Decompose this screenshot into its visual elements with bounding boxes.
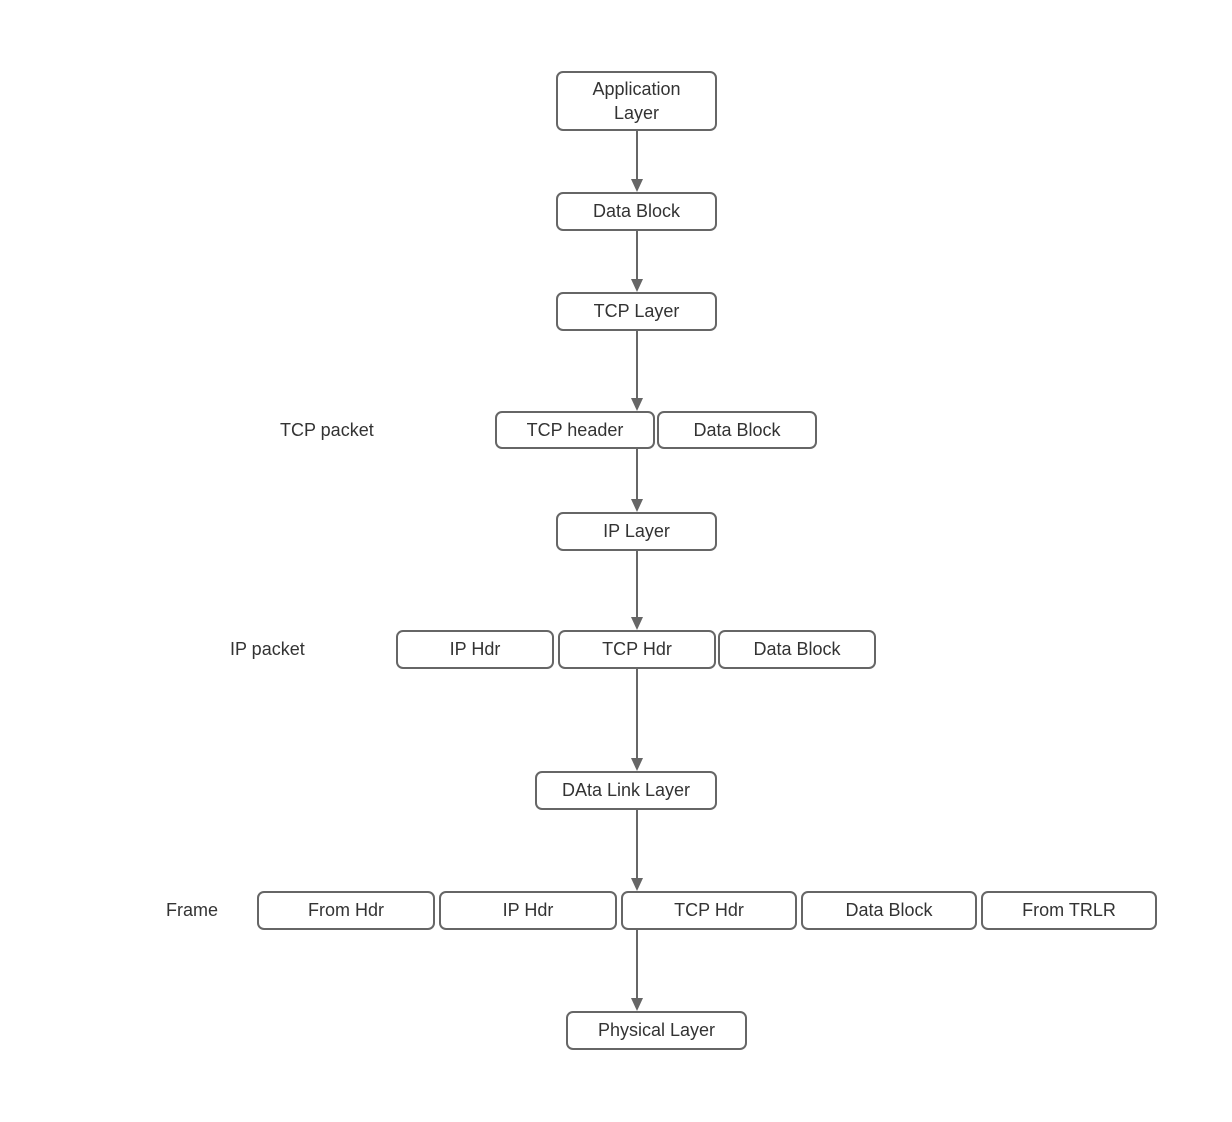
node-data-block-top: Data Block: [556, 192, 717, 231]
arrow-shaft: [636, 231, 638, 280]
node-ip-packet-tcp-hdr: TCP Hdr: [558, 630, 716, 669]
node-label: Data Block: [753, 639, 841, 660]
node-application-layer: Application Layer: [556, 71, 717, 131]
arrow-shaft: [636, 131, 638, 180]
node-label: IP Hdr: [449, 639, 501, 660]
arrow-application-to-data-block: [631, 131, 643, 192]
arrow-shaft: [636, 930, 638, 999]
arrow-shaft: [636, 331, 638, 399]
node-label: Application Layer: [592, 78, 681, 123]
node-physical-layer: Physical Layer: [566, 1011, 747, 1050]
node-tcp-header: TCP header: [495, 411, 655, 449]
arrow-shaft: [636, 810, 638, 879]
node-data-link-layer: DAta Link Layer: [535, 771, 717, 810]
arrow-head-down-icon: [631, 398, 643, 411]
node-frame-ip-hdr: IP Hdr: [439, 891, 617, 930]
node-label: DAta Link Layer: [561, 780, 691, 801]
node-ip-layer: IP Layer: [556, 512, 717, 551]
node-ip-packet-data-block: Data Block: [718, 630, 876, 669]
arrow-data-block-to-tcp-layer: [631, 231, 643, 292]
arrow-shaft: [636, 551, 638, 618]
arrow-ip-layer-to-ip-packet: [631, 551, 643, 630]
row-label-ip-packet: IP packet: [230, 639, 305, 659]
node-label: Data Block: [693, 419, 781, 440]
arrow-frame-to-physical-layer: [631, 930, 643, 1011]
node-label: Data Block: [845, 900, 933, 921]
arrow-data-link-layer-to-frame: [631, 810, 643, 891]
arrow-shaft: [636, 448, 638, 500]
row-label-tcp-packet: TCP packet: [280, 419, 374, 440]
arrow-tcp-packet-to-ip-layer: [631, 448, 643, 512]
node-label: IP Hdr: [502, 900, 554, 921]
node-frame-from-trlr: From TRLR: [981, 891, 1157, 930]
node-label: IP Layer: [603, 521, 670, 542]
node-label: Data Block: [592, 201, 681, 222]
node-tcp-layer: TCP Layer: [556, 292, 717, 331]
node-label: From TRLR: [1022, 900, 1116, 921]
arrow-head-down-icon: [631, 279, 643, 292]
node-label: TCP header: [526, 419, 624, 440]
arrow-ip-packet-to-data-link-layer: [631, 669, 643, 771]
arrow-head-down-icon: [631, 179, 643, 192]
node-tcp-packet-data-block: Data Block: [657, 411, 817, 449]
node-frame-from-hdr: From Hdr: [257, 891, 435, 930]
node-frame-tcp-hdr: TCP Hdr: [621, 891, 797, 930]
node-frame-data-block: Data Block: [801, 891, 977, 930]
arrow-tcp-layer-to-tcp-packet: [631, 331, 643, 411]
arrow-head-down-icon: [631, 758, 643, 771]
node-label: TCP Layer: [593, 301, 680, 322]
node-label: Physical Layer: [597, 1020, 716, 1041]
node-ip-packet-ip-hdr: IP Hdr: [396, 630, 554, 669]
arrow-head-down-icon: [631, 878, 643, 891]
node-label: From Hdr: [308, 900, 384, 921]
arrow-head-down-icon: [631, 499, 643, 512]
arrow-head-down-icon: [631, 998, 643, 1011]
node-label: TCP Hdr: [674, 900, 744, 921]
row-label-frame: Frame: [166, 900, 219, 920]
arrow-shaft: [636, 669, 638, 759]
node-label: TCP Hdr: [602, 639, 672, 660]
arrow-head-down-icon: [631, 617, 643, 630]
